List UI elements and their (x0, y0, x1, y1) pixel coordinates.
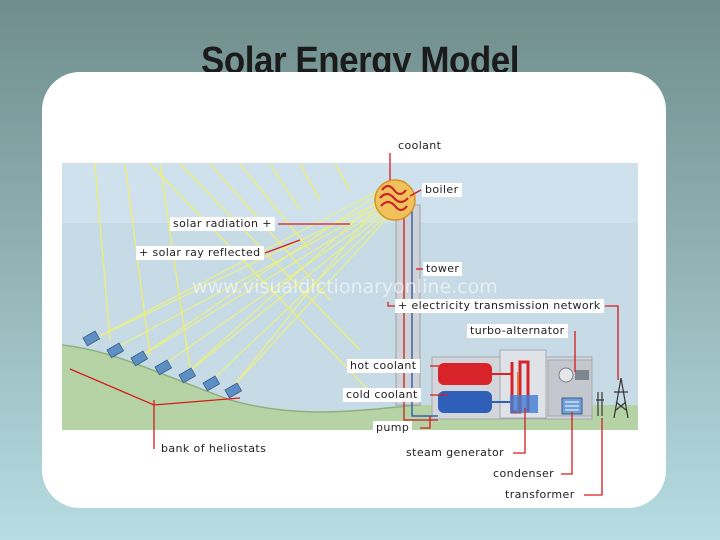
label-solar-radiation: solar radiation + (170, 217, 275, 231)
steam-generator-coils (510, 360, 538, 414)
label-bank-of-heliostats: bank of heliostats (158, 442, 270, 456)
label-coolant: coolant (395, 139, 445, 153)
heliostat-mirrors (82, 330, 243, 399)
label-pump: pump (373, 421, 413, 435)
hot-coolant-tank (438, 363, 492, 385)
label-electricity-transmission-network: + electricity transmission network (395, 299, 604, 313)
label-transformer: transformer (502, 488, 578, 502)
transformer-unit (596, 392, 604, 416)
label-boiler: boiler (422, 183, 462, 197)
label-turbo-alternator: turbo-alternator (467, 324, 568, 338)
label-condenser: condenser (490, 467, 558, 481)
label-tower: tower (423, 262, 463, 276)
turbo-alternator-unit (558, 367, 589, 383)
label-cold-coolant: cold coolant (343, 388, 421, 402)
condenser-unit (561, 397, 583, 415)
label-solar-ray-reflected: + solar ray reflected (136, 246, 264, 260)
label-hot-coolant: hot coolant (347, 359, 420, 373)
cold-coolant-tank (438, 391, 492, 413)
reflected-rays (91, 189, 392, 389)
leader-lines (69, 153, 619, 496)
watermark: www.visualdictionaryonline.com (192, 276, 498, 298)
boiler-unit (374, 179, 416, 221)
transmission-pylon (613, 377, 629, 419)
label-steam-generator: steam generator (403, 446, 508, 460)
